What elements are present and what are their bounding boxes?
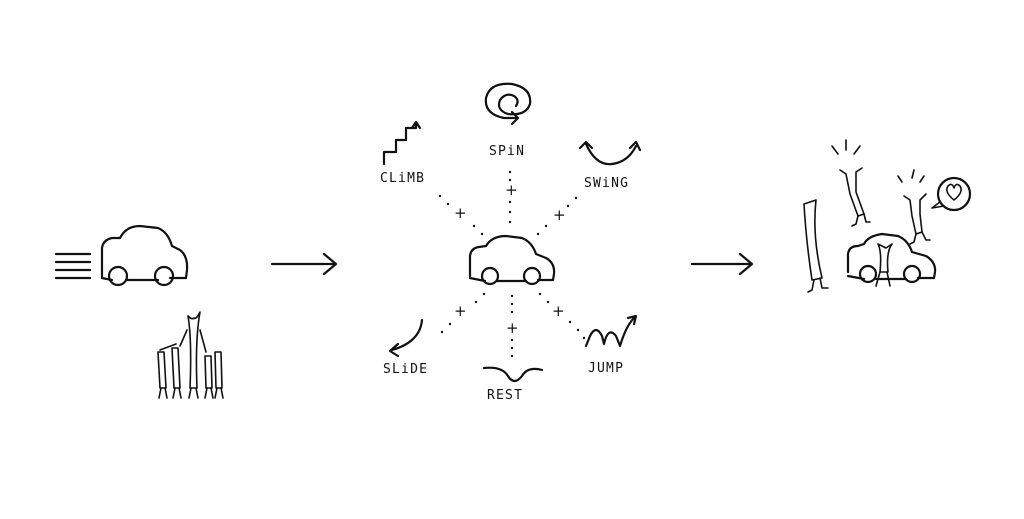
label-swing: SWiNG — [584, 176, 629, 191]
plus-jump: + — [552, 302, 565, 320]
swing-arc-icon — [578, 140, 642, 166]
rest-dip-icon — [482, 366, 544, 383]
arrow-center-to-right — [690, 252, 754, 276]
plus-rest: + — [506, 319, 519, 337]
ray-swing — [536, 196, 578, 236]
left-panel — [54, 224, 224, 399]
label-slide: SLiDE — [383, 362, 428, 377]
figure-on-car-icon — [875, 243, 893, 287]
plus-swing: + — [553, 206, 566, 224]
dotted-rays — [438, 170, 586, 358]
cheering-figure-icon — [897, 169, 931, 245]
ray-spin — [508, 170, 512, 224]
slide-curve-icon — [388, 318, 424, 358]
spin-spiral-icon — [484, 82, 532, 126]
climb-stairs-icon — [382, 120, 422, 166]
center-car-icon — [468, 234, 556, 286]
plus-spin: + — [505, 181, 518, 199]
jumping-figure-icon — [831, 139, 871, 227]
ray-jump — [538, 292, 586, 340]
label-spin: SPiN — [489, 144, 525, 159]
people-group-icon — [157, 311, 224, 399]
plus-slide: + — [454, 302, 467, 320]
label-rest: REST — [487, 388, 523, 403]
right-panel — [803, 139, 972, 293]
label-climb: CLiMB — [380, 171, 425, 186]
arrow-left-to-center — [270, 252, 338, 276]
tall-figure-icon — [803, 199, 829, 293]
ray-slide — [440, 292, 486, 334]
ray-rest — [510, 294, 514, 358]
ray-climb — [438, 194, 484, 236]
jump-bounce-icon — [584, 314, 638, 348]
left-car-icon — [100, 224, 189, 287]
heart-speech-bubble-icon — [931, 176, 972, 212]
right-car-icon — [846, 232, 937, 284]
speed-lines-icon — [54, 252, 92, 280]
label-jump: JUMP — [588, 361, 624, 376]
center-panel: + + + + + + SPiN CLiMB SWiNG SLiDE REST — [380, 82, 642, 403]
plus-climb: + — [454, 204, 467, 222]
